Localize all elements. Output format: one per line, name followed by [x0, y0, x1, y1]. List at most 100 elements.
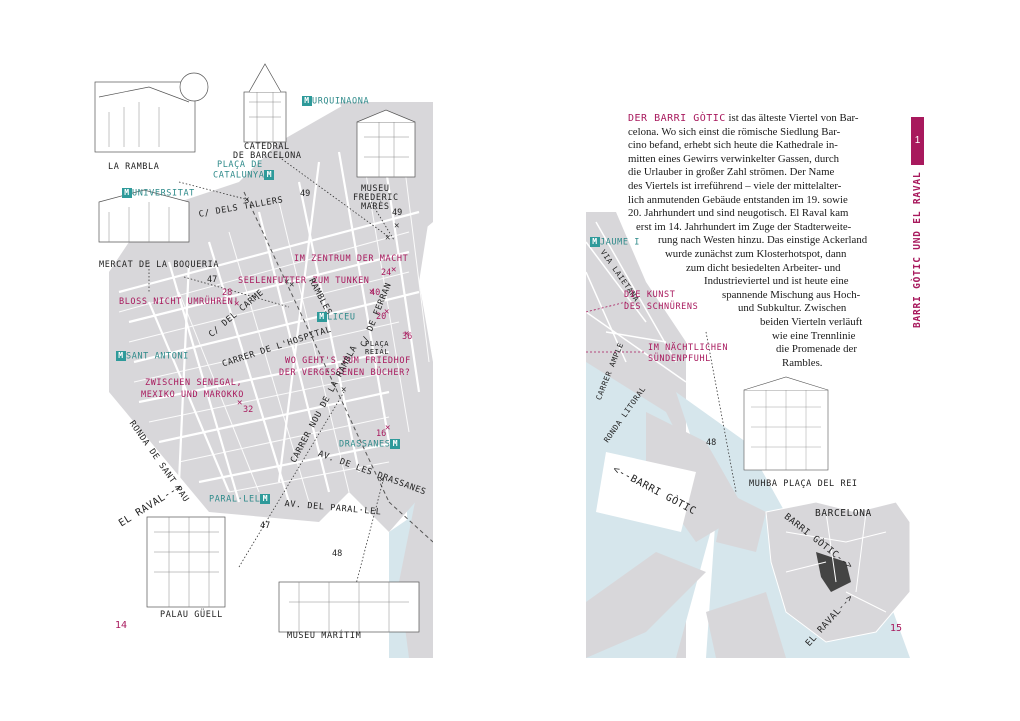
- metro-sant-antoni-label: SANT ANTONI: [126, 351, 189, 362]
- map-port-graphic: [586, 212, 910, 658]
- text-line: Industrieviertel und ist heute eine: [704, 275, 849, 288]
- chapter-title: BARRI GÒTIC UND EL RAVAL: [912, 172, 924, 328]
- label-catedral-1: CATEDRAL: [244, 142, 290, 152]
- map-barri-gotic-raval: ✕✕✕ ✕✕✕ ✕ ✕✕✕ ✕✕✕ ✕: [89, 62, 433, 658]
- tip-friedhof-2: DER VERGESSENEN BÜCHER?: [279, 368, 411, 378]
- number-49b: 49: [392, 208, 403, 218]
- tip-seelenfutter: SEELENFUTTER ZUM TUNKEN: [238, 276, 370, 286]
- number-20: 20: [376, 312, 387, 322]
- svg-text:✕: ✕: [341, 385, 346, 395]
- text-line: erst im 14. Jahrhundert im Zuge der Stad…: [636, 220, 852, 233]
- metro-paral-lel-label: PARAL·LEL: [209, 494, 261, 505]
- number-24: 24: [381, 268, 392, 278]
- inset-label-barcelona: BARCELONA: [815, 508, 872, 519]
- tip-naechtlich-1: IM NÄCHTLICHEN: [648, 343, 729, 353]
- text-line: beiden Vierteln verläuft: [760, 315, 863, 328]
- svg-text:✕: ✕: [284, 277, 289, 287]
- svg-text:✕: ✕: [379, 475, 384, 485]
- text-line: die Urlauber in großer Zahl strömen. Der…: [628, 166, 835, 179]
- metro-urquinaona-label: URQUINAONA: [312, 96, 370, 107]
- metro-icon: M: [390, 439, 401, 449]
- label-muhba: MUHBA PLAÇA DEL REI: [749, 479, 858, 489]
- metro-icon: M: [122, 188, 132, 198]
- text-line-0-rest: ist das älteste Viertel von Bar-: [725, 112, 859, 124]
- tip-naechtlich-2: SÜNDENPFUHL: [648, 354, 711, 364]
- svg-text:✕: ✕: [391, 265, 396, 275]
- tip-zentrum: IM ZENTRUM DER MACHT: [294, 254, 409, 264]
- tip-kunst-1: DIE KUNST: [624, 290, 676, 300]
- number-16: 16: [376, 429, 387, 439]
- text-line: mitten eines Gewirrs verwinkelter Gassen…: [628, 152, 840, 165]
- number-48-right: 48: [706, 438, 717, 448]
- metro-icon: M: [260, 494, 271, 504]
- text-line: zum dicht besiedelten Arbeiter- und: [686, 261, 841, 274]
- chapter-number-tab: 1: [911, 117, 924, 165]
- text-line: Rambles.: [782, 356, 823, 369]
- text-line: cino befand, erhebt sich heute die Kathe…: [628, 139, 838, 152]
- label-catedral-2: DE BARCELONA: [233, 151, 302, 161]
- lead-word: DER BARRI GÒTIC: [628, 113, 726, 124]
- tip-kunst-2: DES SCHNÜRENS: [624, 302, 699, 312]
- label-museu-maritim: MUSEU MARÍTIM: [287, 631, 362, 641]
- number-32: 32: [243, 405, 254, 415]
- text-line: wie eine Trennlinie: [772, 329, 856, 342]
- body-text: DER BARRI GÒTIC ist das älteste Viertel …: [628, 112, 878, 370]
- label-museu-3: MARÈS: [361, 202, 390, 212]
- svg-text:✕: ✕: [404, 329, 409, 339]
- text-line: des Viertels ist irreführend – viele der…: [628, 179, 842, 192]
- text-line-0: DER BARRI GÒTIC ist das älteste Viertel …: [628, 112, 878, 126]
- tip-senegal-2: MEXIKO UND MAROKKO: [141, 390, 244, 400]
- page-number-left: 14: [115, 620, 128, 631]
- label-placa-reial-2: REIAL: [365, 348, 390, 356]
- svg-text:✕: ✕: [385, 423, 390, 433]
- metro-placa-cat-1: PLAÇA DE: [217, 160, 263, 170]
- metro-liceu-label: LICEU: [327, 312, 356, 323]
- text-line: lich anmutenden Gebäude entstanden im 19…: [628, 193, 848, 206]
- text-line: die Promenade der: [776, 343, 857, 356]
- number-49a: 49: [300, 189, 311, 199]
- metro-icon: M: [302, 96, 312, 106]
- metro-icon: M: [590, 237, 600, 247]
- text-line: 20. Jahrhundert und sind neugotisch. El …: [628, 207, 849, 220]
- metro-drassanes-label: DRASSANES: [339, 439, 391, 450]
- number-47b: 47: [260, 521, 271, 531]
- svg-text:✕: ✕: [234, 299, 239, 309]
- number-28: 28: [222, 288, 233, 298]
- number-48: 48: [332, 549, 343, 559]
- number-40: 40: [370, 288, 381, 298]
- tip-senegal-1: ZWISCHEN SENEGAL,: [145, 378, 243, 388]
- text-line: celona. Wo sich einst die römische Siedl…: [628, 125, 841, 138]
- text-line: rung nach Westen hinzu. Das einstige Ack…: [658, 234, 868, 247]
- text-line: und Subkultur. Zwischen: [738, 302, 847, 315]
- chapter-title-text: BARRI GÒTIC UND EL RAVAL: [912, 171, 923, 328]
- svg-text:✕: ✕: [244, 195, 249, 205]
- map-graphic: ✕✕✕ ✕✕✕ ✕ ✕✕✕ ✕✕✕ ✕: [94, 63, 433, 658]
- label-palau-guell: PALAU GÜELL: [160, 610, 223, 620]
- metro-placa-cat-label: CATALUNYA: [213, 170, 265, 181]
- metro-icon: M: [264, 170, 275, 180]
- text-line: wurde zunächst zum Klosterhotspot, dann: [665, 247, 847, 260]
- svg-text:✕: ✕: [369, 287, 374, 297]
- label-museu-2: FREDERIC: [353, 193, 399, 203]
- text-line: spannende Mischung aus Hoch-: [722, 288, 861, 301]
- svg-text:✕: ✕: [289, 280, 294, 290]
- metro-icon: M: [317, 312, 327, 322]
- svg-text:✕: ✕: [385, 233, 390, 243]
- label-placa-reial-1: PLAÇA: [365, 340, 390, 348]
- label-museu-1: MUSEU: [361, 184, 390, 194]
- metro-universitat-label: UNIVERSITAT: [132, 188, 195, 199]
- svg-text:✕: ✕: [384, 307, 389, 317]
- metro-jaume-label: JAUME I: [600, 237, 641, 248]
- label-mercat: MERCAT DE LA BOQUERIA: [99, 260, 220, 270]
- page-number-right: 15: [890, 623, 903, 634]
- tip-friedhof-1: WO GEHT'S ZUM FRIEDHOF: [285, 356, 411, 366]
